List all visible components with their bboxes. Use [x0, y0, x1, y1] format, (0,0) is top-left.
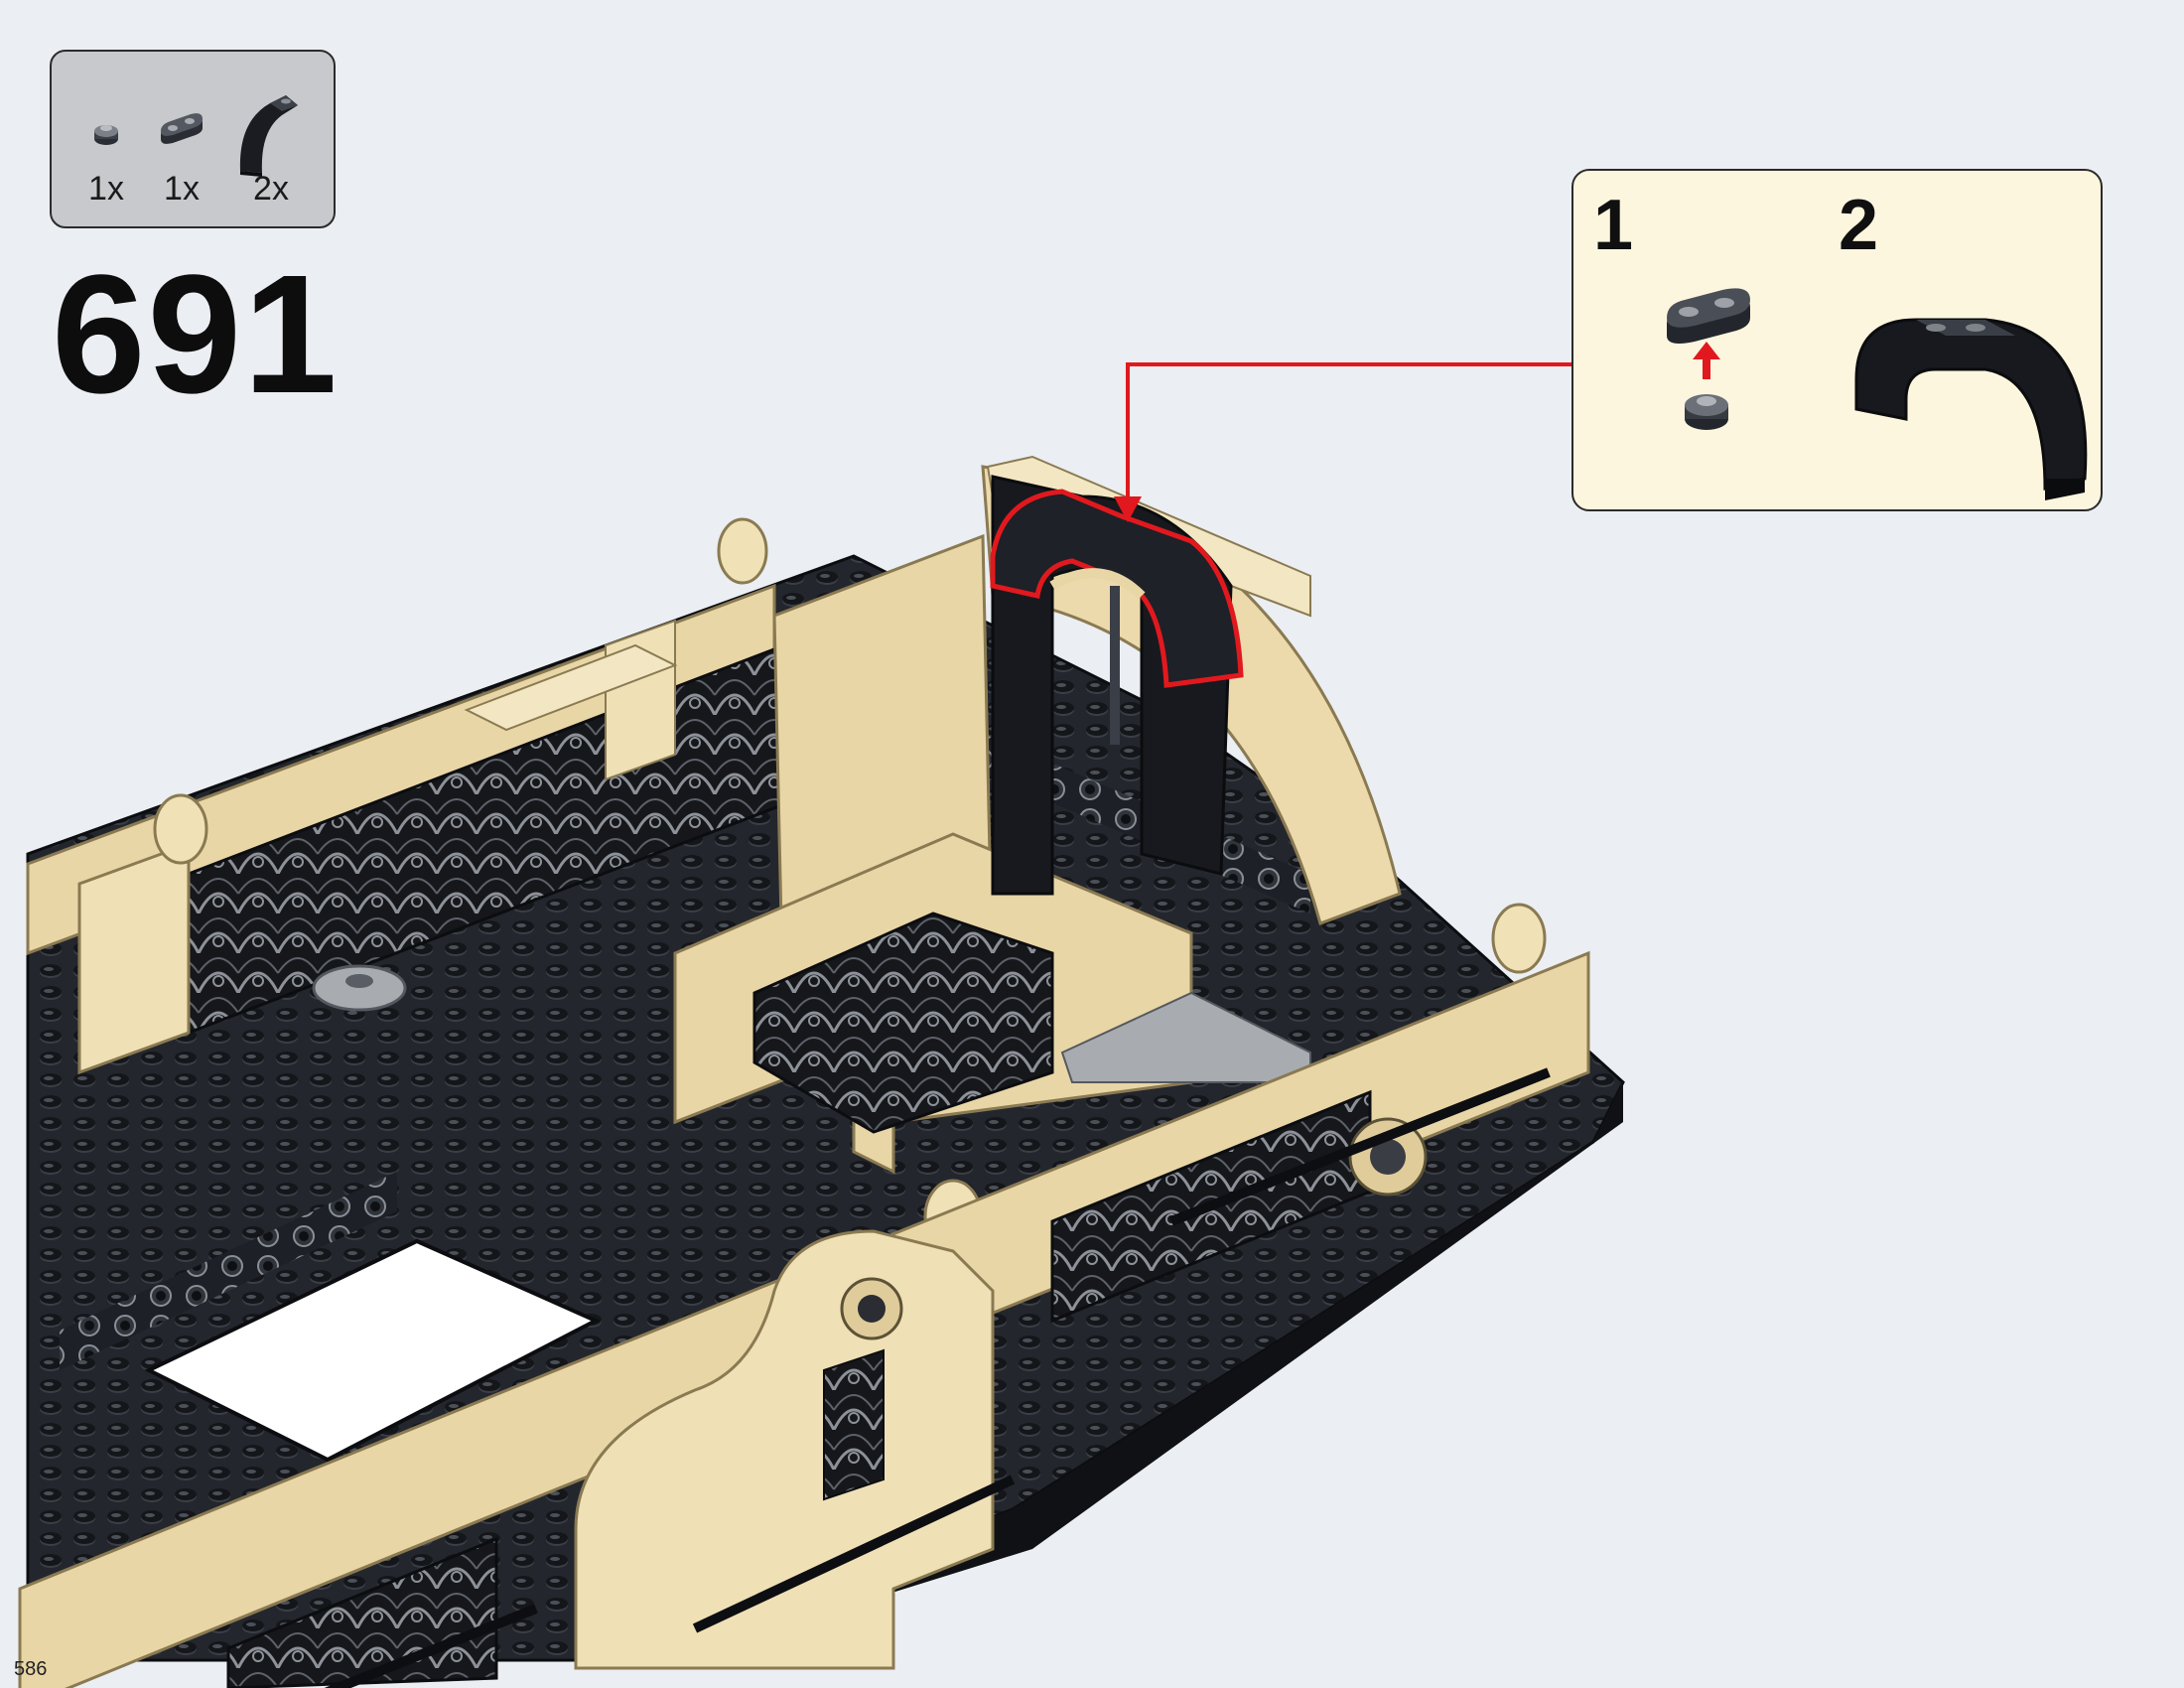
- part-quantity: 1x: [164, 170, 200, 208]
- substep-callout: 1 2: [1571, 169, 2103, 511]
- substep-1-assembly-icon: [1667, 288, 1750, 430]
- part-item: 2x: [226, 81, 316, 220]
- substep-number: 2: [1839, 186, 1879, 265]
- round-plate-1x1-icon: [94, 125, 118, 145]
- part-item: 1x: [71, 81, 141, 220]
- substep-2-assembly-icon: [1854, 318, 2088, 500]
- page-number: 586: [14, 1658, 48, 1680]
- step-number: 691: [52, 240, 340, 429]
- substep-number: 1: [1593, 186, 1634, 265]
- part-quantity: 2x: [253, 170, 289, 208]
- parts-list-box: 1x 1x 2x: [50, 50, 336, 228]
- part-quantity: 1x: [88, 170, 124, 208]
- part-item: 1x: [147, 81, 216, 220]
- curved-arch-brick-icon: [239, 95, 298, 177]
- plate-1x2-rounded-icon: [161, 113, 203, 144]
